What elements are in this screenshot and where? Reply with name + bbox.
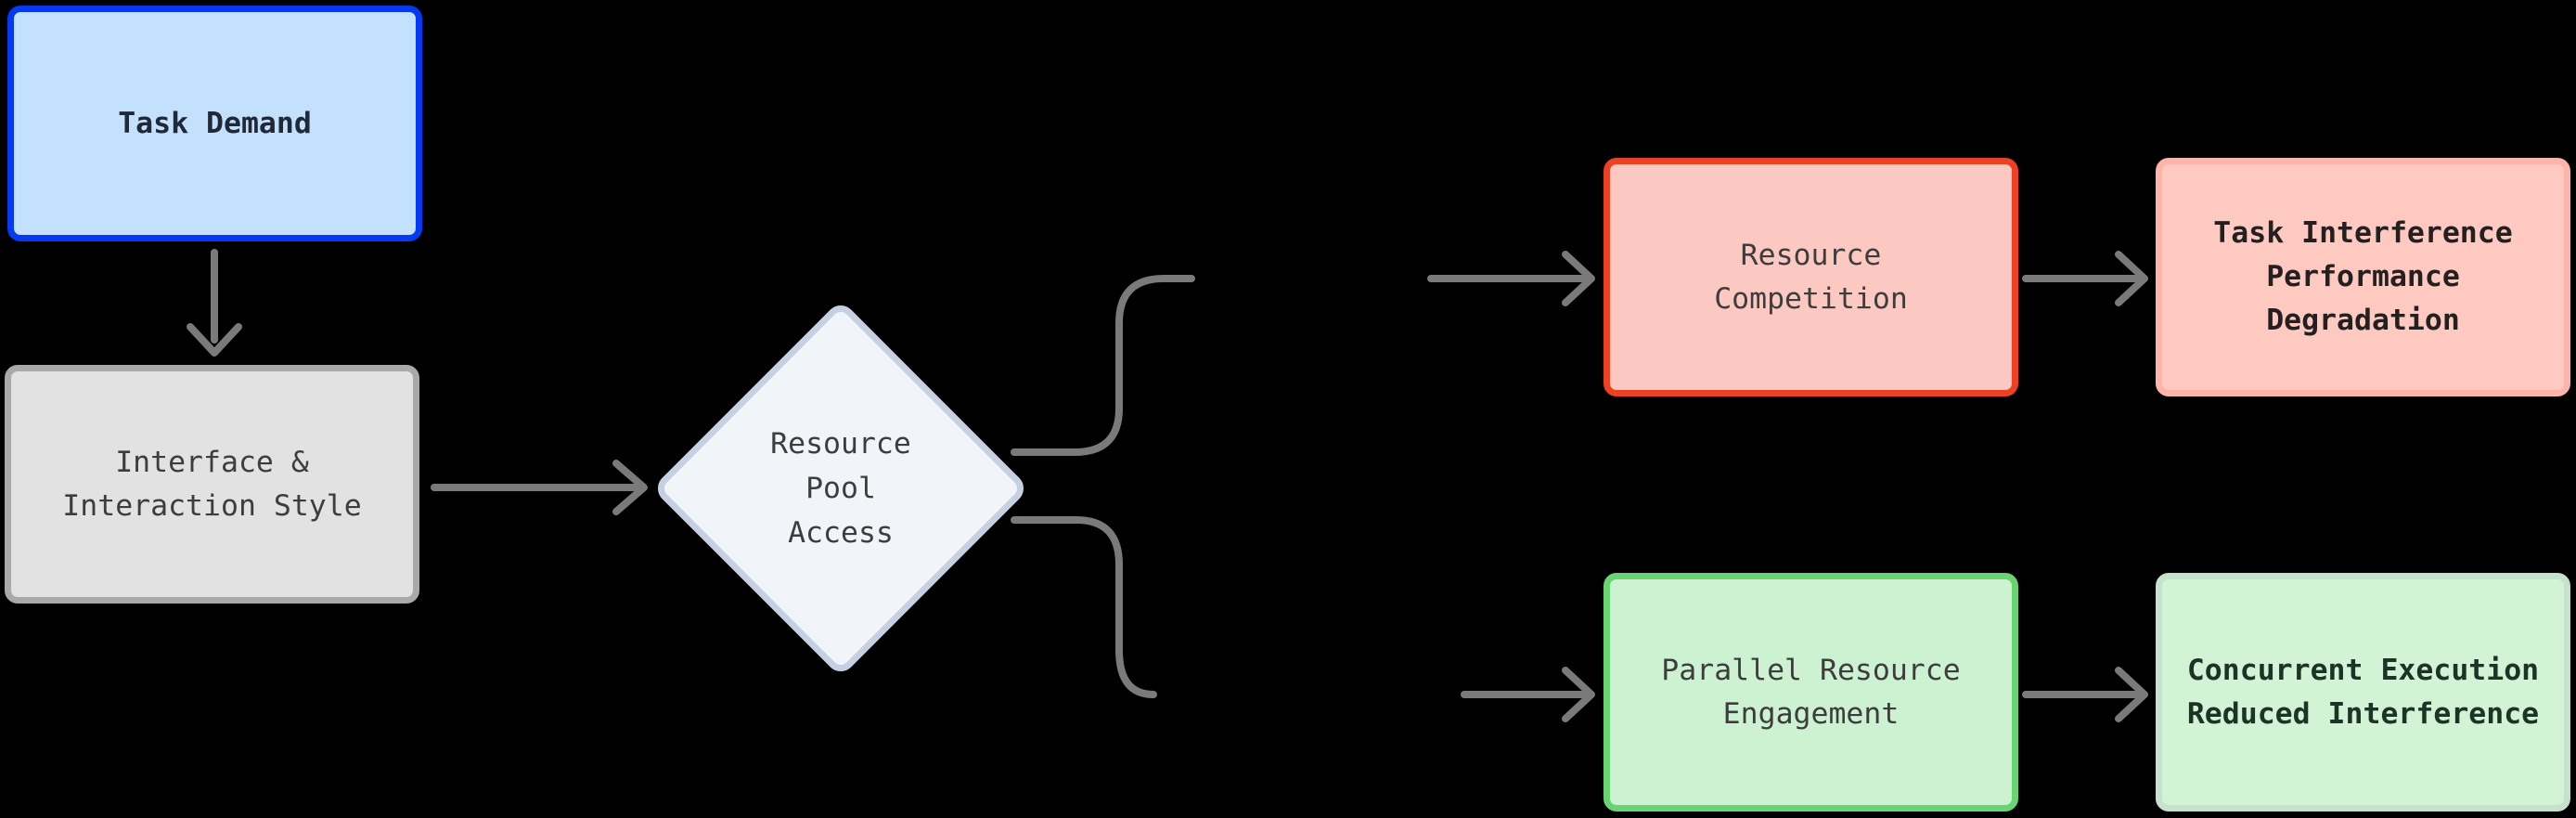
node-pool-label-line-1: Resource (770, 427, 911, 461)
edge-pool-to-parallel-arrowhead-icon (1562, 667, 1595, 722)
node-interference-label-line-2: Performance (2266, 260, 2460, 293)
edge-competition-to-interference-arrowhead-icon (2115, 251, 2148, 306)
node-pool-label-line-3: Access (788, 516, 894, 550)
node-task-demand-label: Task Demand (118, 106, 312, 140)
edge-pool-to-competition-segment-1 (1011, 275, 1195, 456)
node-resource-competition: Resource Competition (1604, 158, 2018, 396)
edge-pool-to-competition-arrowhead-icon (1562, 251, 1595, 306)
node-competition-label-line-2: Competition (1714, 281, 1908, 316)
node-parallel-label-line-2: Engagement (1722, 696, 1900, 731)
node-parallel-label-line-1: Parallel Resource (1661, 653, 1961, 687)
node-interference-label-line-3: Degradation (2266, 304, 2460, 337)
node-parallel-resource-engagement: Parallel Resource Engagement (1604, 573, 2018, 812)
node-task-interference-degradation: Task Interference Performance Degradatio… (2156, 158, 2570, 396)
node-concurrent-label-line-1: Concurrent Execution (2186, 653, 2540, 687)
edge-demand-to-interface-arrowhead-icon (187, 323, 242, 357)
edge-interface-to-pool-arrowhead-icon (612, 460, 648, 515)
node-resource-pool-access-label: Resource Pool Access (702, 422, 980, 555)
node-task-demand: Task Demand (7, 6, 422, 241)
node-interference-label-line-1: Task Interference (2213, 216, 2513, 250)
node-competition-label-line-1: Resource (1740, 238, 1882, 272)
node-interface-label-line-1: Interface & (115, 445, 309, 479)
node-pool-label-line-2: Pool (805, 472, 876, 505)
node-concurrent-label-line-2: Reduced Interference (2186, 696, 2540, 731)
edge-parallel-to-concurrent-arrowhead-icon (2115, 667, 2148, 722)
node-interface-label-line-2: Interaction Style (62, 488, 362, 523)
edge-pool-to-parallel-segment-1 (1011, 516, 1157, 698)
node-interface-interaction-style: Interface & Interaction Style (5, 365, 419, 604)
node-concurrent-execution: Concurrent Execution Reduced Interferenc… (2156, 573, 2570, 812)
